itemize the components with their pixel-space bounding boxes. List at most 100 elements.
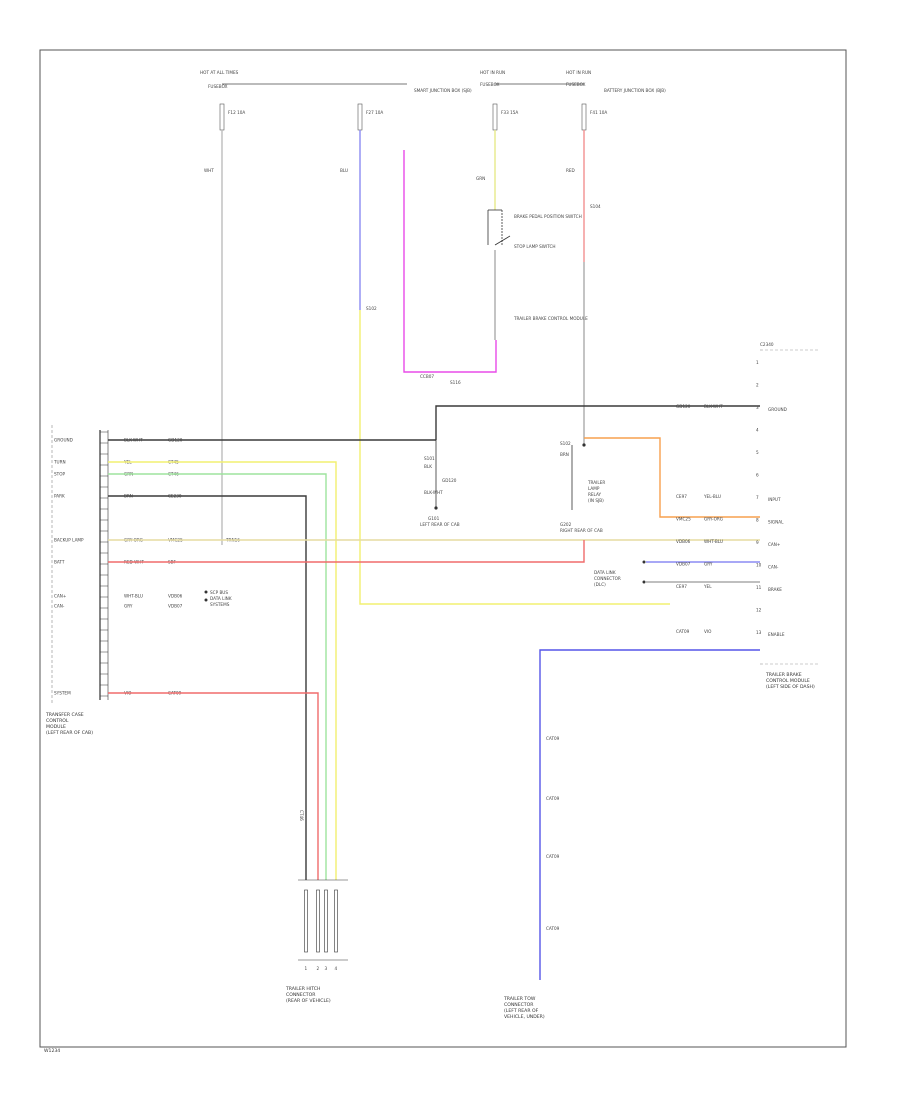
fuse-wire-code: GRN <box>476 176 485 181</box>
bottom-right-connector: CAT09 CAT09 CAT09 CAT09 TRAILER TOW CONN… <box>503 736 560 1020</box>
bottom-left-pin <box>324 889 328 953</box>
left-pin-name: CAN+ <box>54 594 67 599</box>
wire-pink-loop <box>403 150 497 373</box>
fuse-wire-code: BLU <box>340 168 348 173</box>
left-pin-name: PARK <box>54 494 65 499</box>
right-ground: G202 <box>560 522 572 527</box>
right-pin-num: 12 <box>756 608 762 613</box>
right-splice-code: BRN <box>560 452 569 457</box>
left-pin-name: SYSTEM <box>54 691 71 696</box>
wire-violet-enable <box>539 649 760 980</box>
bottom-right-title-4: VEHICLE, UNDER) <box>504 1014 545 1020</box>
pink-wire-label: CCB07 <box>420 374 434 379</box>
bottom-left-title-2: CONNECTOR <box>286 992 316 998</box>
right-pin-num: 4 <box>756 428 759 433</box>
left-splice-color: BLK-WHT <box>424 490 443 495</box>
bottom-left-pin-num: 4 <box>335 966 338 971</box>
wire-red-system <box>108 692 319 880</box>
fuse-wire-code: RED <box>566 168 575 173</box>
right-pin-wire: CE97 <box>676 494 687 499</box>
right-ground-note: RIGHT REAR OF CAB <box>560 528 603 533</box>
left-pin-name: CAN- <box>54 604 65 609</box>
footer-code: W1234 <box>44 1048 60 1054</box>
right-pin-wire: VDB06 <box>676 539 691 544</box>
bottom-left-pin-num: 3 <box>325 966 328 971</box>
fuse-box-label: FUSEBOX <box>480 82 500 87</box>
right-pin-num: 5 <box>756 450 759 455</box>
left-pin-wire: VDB06 <box>168 594 183 599</box>
right-pin-num: 9 <box>756 540 759 545</box>
brake-switch <box>487 209 511 246</box>
right-pin-code: YEL-BLU <box>703 494 721 499</box>
fuse-rating: F33 15A <box>501 110 518 115</box>
bjb-note: BATTERY JUNCTION BOX (BJB) <box>604 88 666 93</box>
fuse-splice-label: S102 <box>366 306 377 311</box>
right-pin-code: VIO <box>704 629 712 634</box>
bottom-left-pin <box>316 889 320 953</box>
bottom-right-title-1: TRAILER TOW <box>503 996 536 1002</box>
left-conn-title-4: (LEFT REAR OF CAB) <box>46 730 93 736</box>
relay-note-3: RELAY <box>588 492 602 497</box>
fuse-source-label: HOT IN RUN <box>480 70 505 75</box>
left-pin-wire: VDB07 <box>168 604 183 609</box>
right-pin-wire: VMC25 <box>676 517 691 522</box>
wire-red-batt <box>108 540 585 563</box>
relay-note-2: LAMP <box>588 486 600 491</box>
left-pin-code: GRY <box>124 604 133 609</box>
right-pin-name: SIGNAL <box>768 520 784 525</box>
left-connector: TRANSFER CASE CONTROL MODULE (LEFT REAR … <box>45 425 109 736</box>
right-pin-wire: VDB07 <box>676 562 691 567</box>
right-pin-name: GROUND <box>768 407 787 412</box>
left-pin-name: BACKUP LAMP <box>54 538 84 543</box>
tow-wire-label-4: CAT09 <box>546 926 560 931</box>
right-pin-num: 2 <box>756 383 759 388</box>
right-pin-name: BRAKE <box>768 587 782 592</box>
can-note-2: DATA LINK <box>210 596 232 601</box>
fuse-wire-code: WHT <box>204 168 214 173</box>
left-pin-name: STOP <box>54 472 66 477</box>
tow-wire-label-1: CAT09 <box>546 736 560 741</box>
stop-lamp-note: STOP LAMP SWITCH <box>514 244 556 249</box>
wire-green-stop <box>108 473 327 880</box>
dlc-note-1: DATA LINK <box>594 570 616 575</box>
right-conn-title-1: TRAILER BRAKE <box>765 672 802 678</box>
bottom-left-vlabel: CT46 <box>299 810 304 821</box>
fuse-rating: F12 10A <box>228 110 245 115</box>
left-ground: G101 <box>428 516 440 521</box>
right-pin-name: CAN+ <box>768 542 781 547</box>
left-splice-label: S101 <box>424 456 435 461</box>
fuse-box-label: FUSEBOX <box>566 82 586 87</box>
right-pin-num: 8 <box>756 518 759 523</box>
right-pin-code: BLK-WHT <box>704 404 723 409</box>
left-conn-title-2: CONTROL <box>46 718 69 724</box>
right-pin-num: 7 <box>756 495 759 500</box>
bottom-left-title-1: TRAILER HITCH <box>285 986 320 992</box>
left-pin-name: TURN <box>53 460 66 465</box>
fuse-source-label: HOT IN RUN <box>566 70 591 75</box>
bottom-left-pin-num: 2 <box>317 966 320 971</box>
can-note-1: SCP BUS <box>210 590 228 595</box>
wire-black-top <box>435 405 760 440</box>
fuse-rating: F27 10A <box>366 110 383 115</box>
fuse-f3: HOT IN RUN FUSEBOX F33 15A GRN <box>476 70 518 181</box>
right-conn-title-2: CONTROL MODULE <box>766 678 810 684</box>
right-pin-name: INPUT <box>768 497 781 502</box>
left-pin-name: GROUND <box>54 438 73 443</box>
right-pin-code: YEL <box>703 584 712 589</box>
right-pin-wire: CAT09 <box>676 629 690 634</box>
brake-ctrl-note: TRAILER BRAKE CONTROL MODULE <box>513 316 588 321</box>
dlc-note-2: CONNECTOR <box>594 576 621 581</box>
right-pin-num: 6 <box>756 473 759 478</box>
right-connector: C2340 TRAILER BRAKE CONTROL MODULE (LEFT… <box>760 342 820 690</box>
bottom-right-title-3: (LEFT REAR OF <box>504 1008 539 1014</box>
left-conn-title-3: MODULE <box>46 724 66 730</box>
wire-black-park <box>108 495 307 880</box>
left-splice-wire: GD120 <box>442 478 457 483</box>
right-pin-num: 13 <box>756 630 762 635</box>
fuse-f4: HOT IN RUN FUSEBOX F41 10A RED S104 <box>566 70 607 209</box>
right-pin-num: 3 <box>756 405 759 410</box>
